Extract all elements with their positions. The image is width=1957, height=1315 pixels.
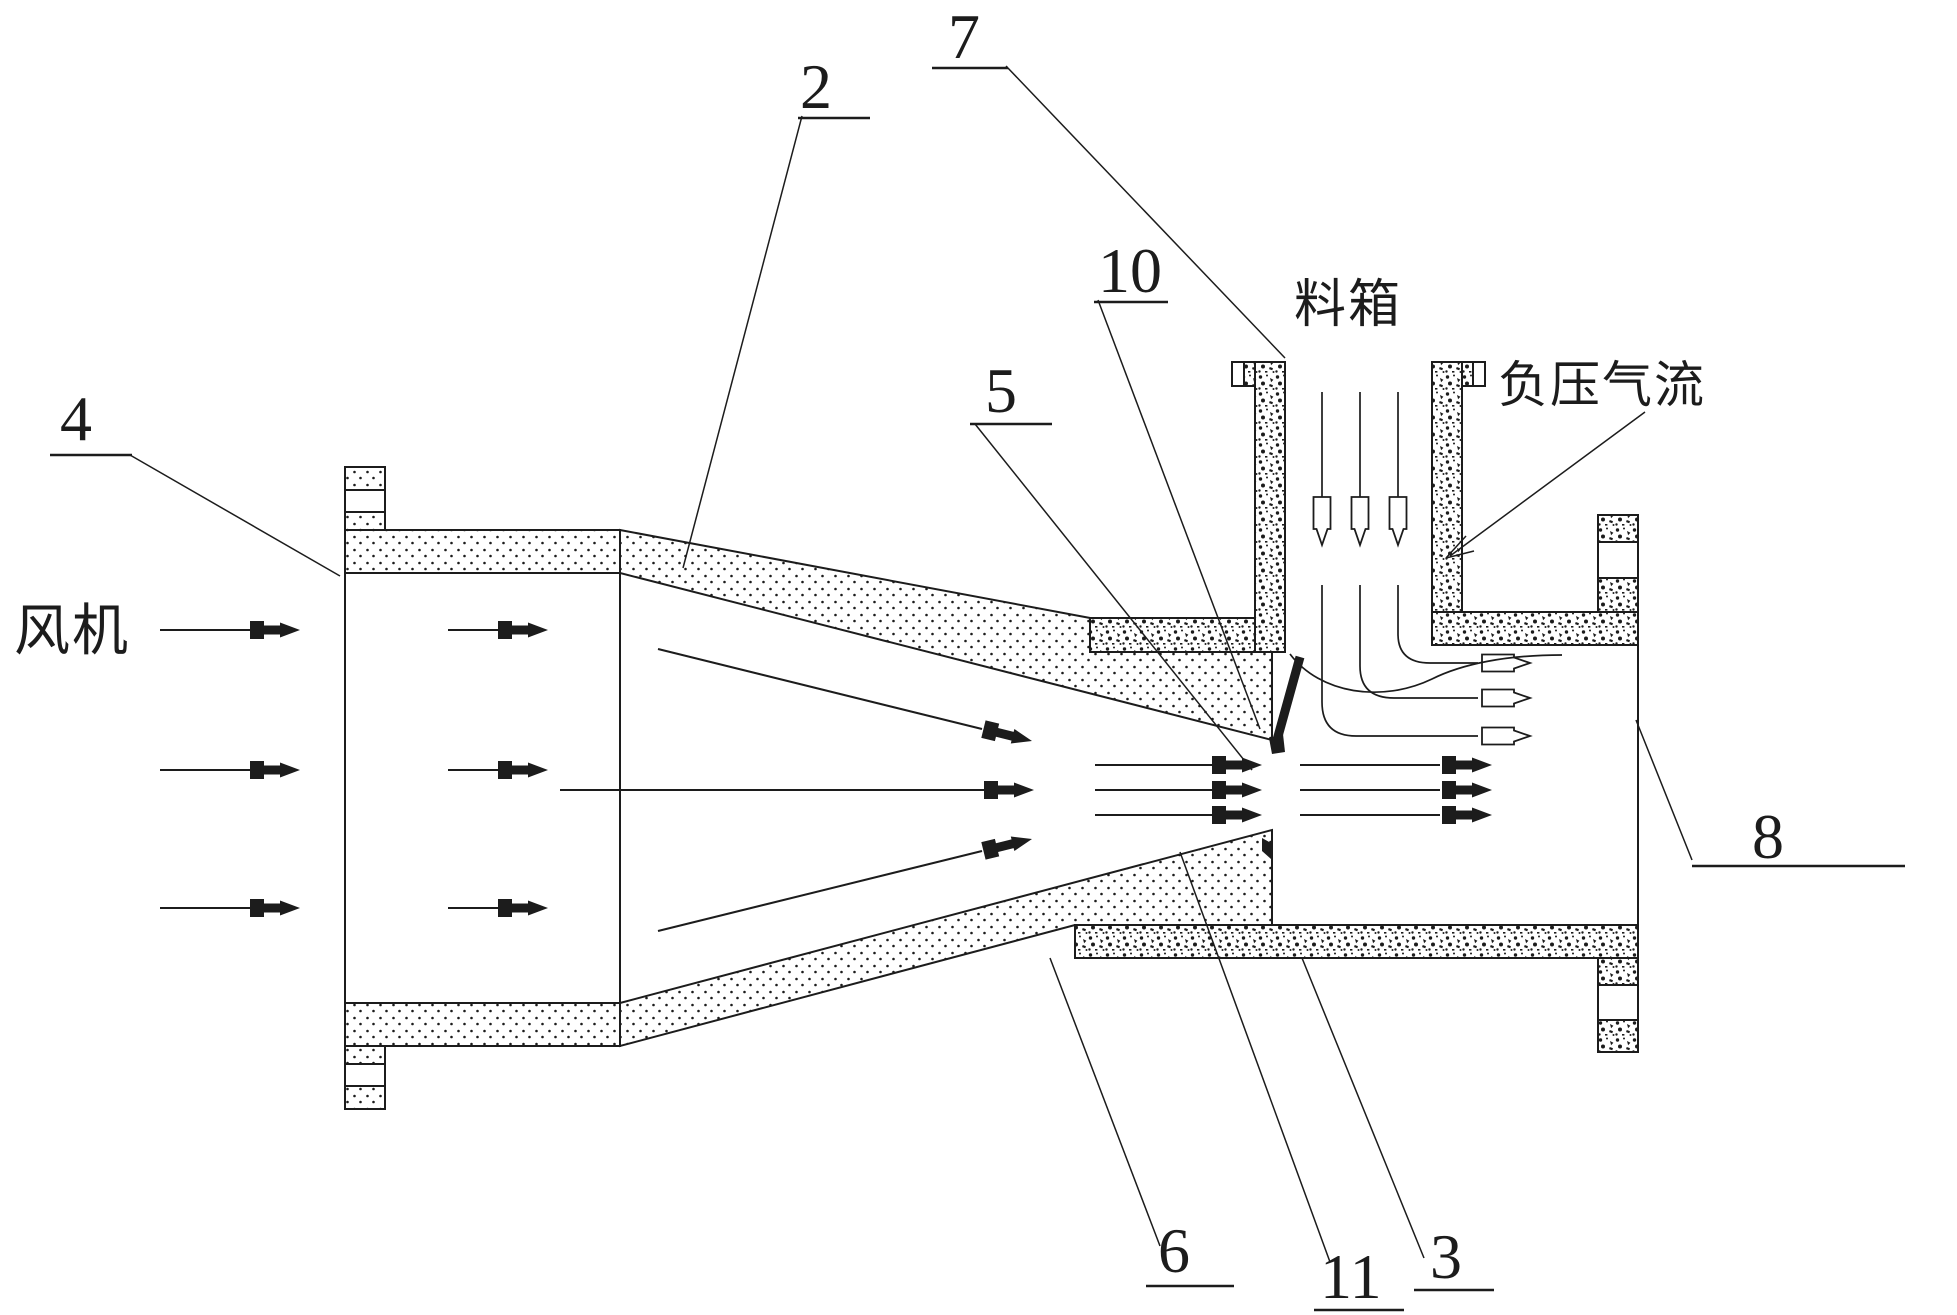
throat-jet-arrows — [1095, 756, 1262, 824]
chamber-bottom-wall — [1074, 924, 1639, 959]
hopper-flange-left-tab — [1231, 361, 1256, 387]
leader-3 — [1301, 957, 1425, 1259]
label-7: 7 — [948, 1, 980, 72]
label-4: 4 — [60, 383, 92, 454]
hopper-right-wall — [1431, 361, 1463, 613]
leader-7 — [1005, 65, 1286, 359]
leader-11 — [1179, 851, 1331, 1263]
outlet-flange-bottom — [1597, 957, 1639, 1053]
negative-pressure-arrowhead-icon — [1445, 535, 1475, 559]
label-fan: 风机 — [14, 601, 130, 663]
flap-valve — [1269, 655, 1305, 754]
converging-cone — [619, 528, 1273, 1048]
leader-6 — [1049, 957, 1161, 1247]
fan-inflow-arrows — [160, 621, 300, 917]
label-6: 6 — [1158, 1215, 1190, 1286]
leader-2 — [682, 115, 803, 569]
leader-5 — [974, 423, 1253, 771]
stream-boundary-curve — [1289, 653, 1563, 694]
label-10: 10 — [1098, 235, 1162, 306]
entrained-flow-paths — [1289, 585, 1563, 746]
hopper-left-wall — [1254, 361, 1286, 653]
flow-arrows — [160, 392, 1563, 932]
label-2: 2 — [800, 51, 832, 122]
nozzle-lower-lip — [1262, 838, 1271, 859]
fan-duct — [344, 466, 621, 1110]
inlet-flange-bottom — [344, 1045, 386, 1110]
hopper-flange-right-tab — [1461, 361, 1486, 387]
leader-10 — [1097, 299, 1261, 730]
label-negative-pressure: 负压气流 — [1498, 357, 1706, 413]
chamber-top-right-wall — [1431, 611, 1639, 646]
callout-leaders — [129, 65, 1693, 1263]
duct-bottom-wall — [344, 1002, 621, 1047]
label-11: 11 — [1320, 1241, 1382, 1312]
outlet-flange-top — [1597, 514, 1639, 613]
label-3: 3 — [1430, 1221, 1462, 1292]
cone-converging-arrows — [560, 648, 1035, 932]
label-hopper: 料箱 — [1294, 277, 1402, 334]
label-8: 8 — [1752, 801, 1784, 872]
inlet-flange-top — [344, 466, 386, 531]
duct-top-wall — [344, 529, 621, 574]
duct-flow-arrows — [448, 621, 548, 917]
leader-negative-pressure — [1449, 411, 1646, 557]
leader-8 — [1635, 719, 1693, 861]
outlet-flow-arrows — [1300, 756, 1492, 824]
leader-4 — [129, 454, 341, 577]
flap-foot — [1269, 734, 1285, 754]
label-5: 5 — [985, 355, 1017, 426]
hopper — [1231, 361, 1486, 653]
hopper-feed-arrows — [1312, 392, 1408, 546]
callout-labels: 4 2 7 10 5 8 6 11 3 风机 料箱 负压气流 — [14, 1, 1905, 1312]
mixing-chamber — [1074, 514, 1639, 1053]
